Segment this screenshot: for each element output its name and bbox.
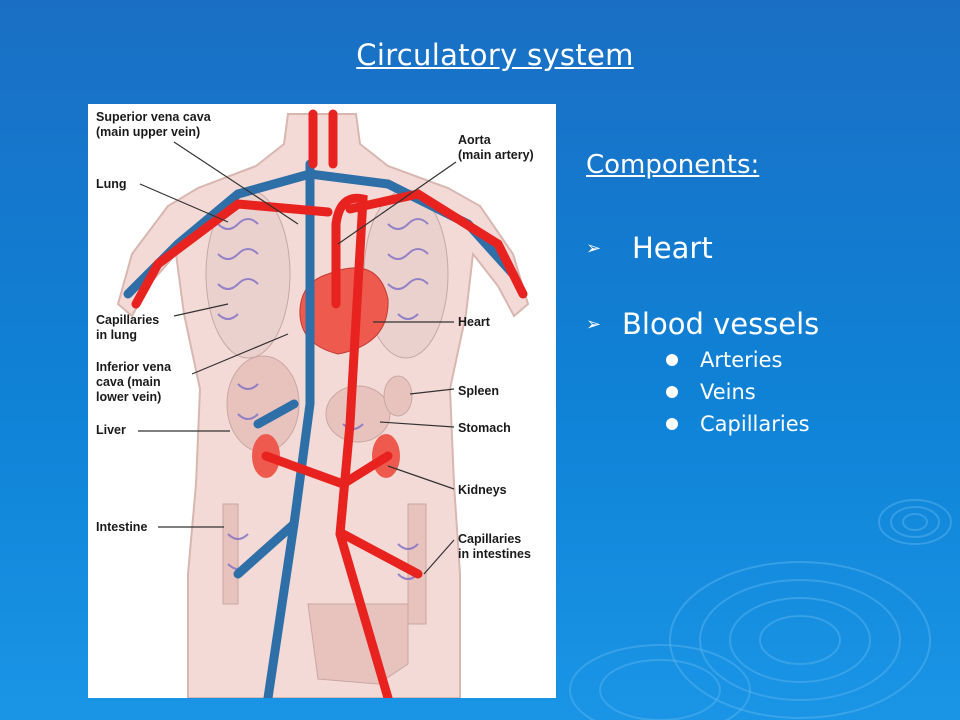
blood-vessel-types-list: Arteries Veins Capillaries [586,344,946,440]
label-capillaries-in-lung: Capillaries in lung [96,313,160,342]
label-heart: Heart [458,315,490,329]
bullet-dot-icon [666,418,678,430]
bullet-dot-icon [666,354,678,366]
body-illustration [116,109,530,698]
arrow-bullet-icon: ➢ [586,313,602,335]
label-inferior-vena-cava: Inferior vena cava (main lower vein) [96,360,172,404]
list-item: Arteries [666,344,946,376]
bullet-dot-icon [666,386,678,398]
label-spleen: Spleen [458,384,499,398]
label-aorta: Aorta (main artery) [458,133,534,162]
list-item: Capillaries [666,408,946,440]
sub-item-label: Arteries [700,348,783,372]
components-panel: Components: ➢ Heart ➢ Blood vessels Arte… [586,150,946,440]
label-liver: Liver [96,423,126,437]
arrow-bullet-icon: ➢ [586,237,602,259]
sub-item-label: Capillaries [700,412,810,436]
label-superior-vena-cava: Superior vena cava (main upper vein) [96,110,211,139]
components-heading: Components: [586,150,760,180]
label-capillaries-in-intestines: Capillaries in intestines [458,532,531,561]
label-kidneys: Kidneys [458,483,507,497]
label-intestine: Intestine [96,520,148,534]
heart-shape [299,267,389,355]
list-item: Veins [666,376,946,408]
stomach-shape [325,385,391,443]
label-stomach: Stomach [458,421,511,435]
component-item-heart: ➢ Heart [586,230,946,266]
component-label: Heart [632,231,713,265]
spleen-shape [383,375,413,417]
sub-item-label: Veins [700,380,756,404]
component-item-blood-vessels: ➢ Blood vessels [586,306,946,342]
component-label: Blood vessels [622,307,820,341]
slide-title: Circulatory system [356,38,634,72]
label-lung: Lung [96,177,127,191]
circulatory-diagram: Superior vena cava (main upper vein) Lun… [88,104,556,698]
